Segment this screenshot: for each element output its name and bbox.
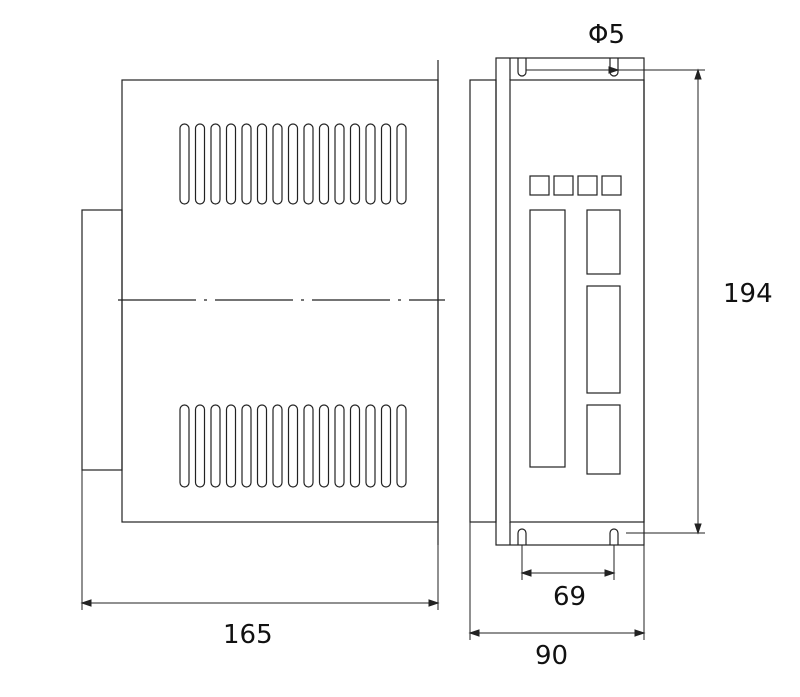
vent-slot [210,123,221,205]
side-protrusion [81,209,123,471]
vent-slot [256,404,268,488]
vent-slot [194,123,206,205]
led-2 [553,175,574,196]
vent-slot [194,404,206,488]
led-1 [529,175,550,196]
vent-slot [380,404,392,488]
status-leds [529,175,622,196]
bottom-right-mount-slot [609,528,619,545]
led-4 [601,175,622,196]
vent-slot [225,123,237,205]
vent-slot [396,123,407,205]
vent-slot [396,404,407,488]
vent-slot [241,404,252,488]
vent-slot [318,404,330,488]
vent-slot [365,404,376,488]
front-view [469,57,645,546]
connector-left [529,209,566,468]
side-view [81,60,445,545]
top-left-mount-slot [517,58,527,77]
top-right-mount-slot [609,58,619,77]
front-back-plate [469,79,497,523]
vent-slot [256,123,268,205]
vent-slot [272,123,283,205]
hole-spacing-label: 69 [553,582,587,612]
connector-right-bottom [586,404,621,475]
vent-slot [380,123,392,205]
vent-slot [287,123,299,205]
dimension-lines [80,66,705,640]
width-label: 90 [535,641,569,671]
vent-slot [318,123,330,205]
connector-right-top [586,209,621,275]
vent-slot [349,123,361,205]
vent-slot [210,404,221,488]
vent-slot [225,404,237,488]
vent-slot [334,123,345,205]
vent-slot [179,404,190,488]
vent-slot [303,123,314,205]
hole-diameter-label: Φ5 [588,20,626,50]
led-3 [577,175,598,196]
vent-slot [349,404,361,488]
vent-slot [287,404,299,488]
vent-slots-top [179,123,407,205]
vent-slot [241,123,252,205]
vent-slot [334,404,345,488]
vent-slot [179,123,190,205]
vent-slots-bottom [179,404,407,488]
depth-label: 165 [223,620,273,650]
bottom-left-mount-slot [517,528,527,545]
height-label: 194 [723,279,773,309]
vent-slot [365,123,376,205]
front-face [509,79,645,523]
vent-slot [303,404,314,488]
connector-right-middle [586,285,621,394]
vent-slot [272,404,283,488]
front-mounting-bracket [495,57,645,546]
